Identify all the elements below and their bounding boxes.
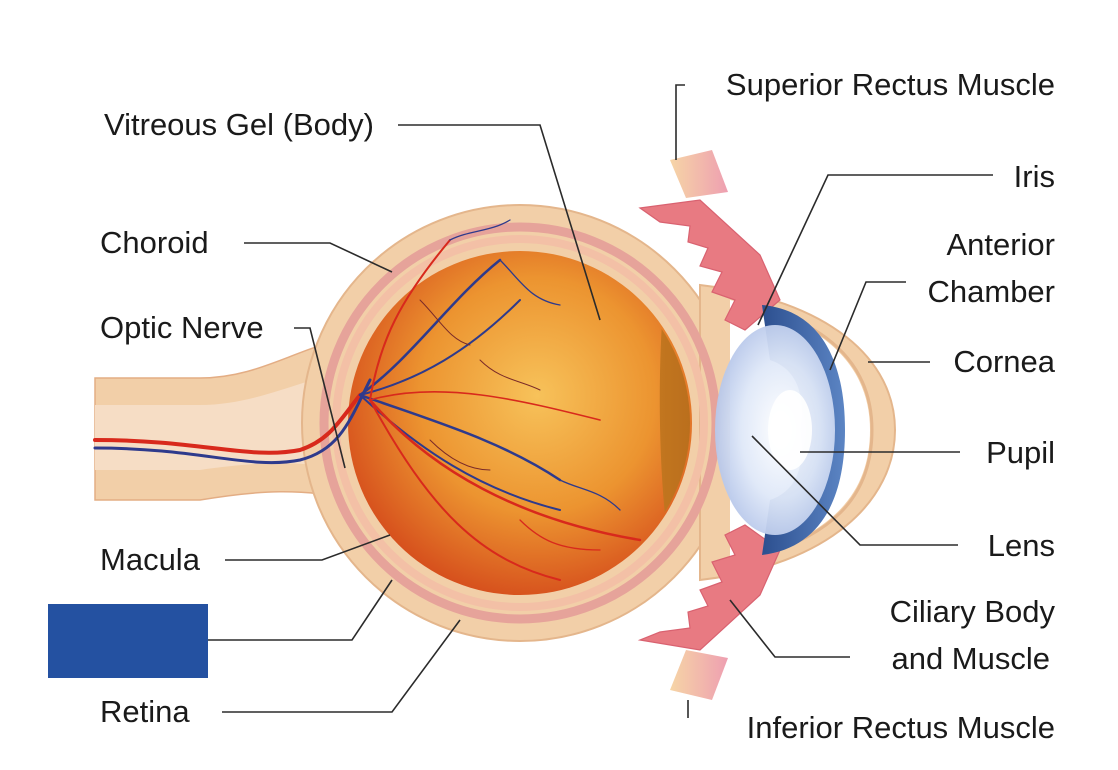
ciliary-body-bottom — [637, 524, 781, 651]
label-retina: Retina — [100, 694, 190, 729]
label-lens: Lens — [988, 528, 1055, 563]
label-pupil: Pupil — [986, 435, 1055, 470]
label-choroid: Choroid — [100, 225, 209, 260]
label-anterior-chamber-1: Anterior — [946, 227, 1055, 262]
label-vitreous-gel: Vitreous Gel (Body) — [104, 107, 374, 142]
label-inferior-rectus: Inferior Rectus Muscle — [747, 710, 1055, 745]
optic-nerve-core — [95, 372, 350, 470]
label-iris: Iris — [1014, 159, 1055, 194]
label-cornea: Cornea — [953, 344, 1055, 379]
leader-lines — [208, 84, 993, 718]
label-macula: Macula — [100, 542, 201, 577]
label-optic-nerve: Optic Nerve — [100, 310, 264, 345]
inferior-rectus-shape — [670, 650, 728, 700]
redaction-box — [48, 604, 208, 678]
superior-rectus-shape — [670, 150, 728, 198]
ciliary-body-top — [638, 199, 781, 331]
pupil-highlight — [768, 390, 812, 470]
vitreous-body — [348, 251, 692, 595]
label-ciliary-2: and Muscle — [891, 641, 1050, 676]
retinal-vessels — [93, 219, 642, 581]
label-superior-rectus: Superior Rectus Muscle — [726, 67, 1055, 102]
label-anterior-chamber-2: Chamber — [928, 274, 1056, 309]
label-ciliary-1: Ciliary Body — [890, 594, 1056, 629]
